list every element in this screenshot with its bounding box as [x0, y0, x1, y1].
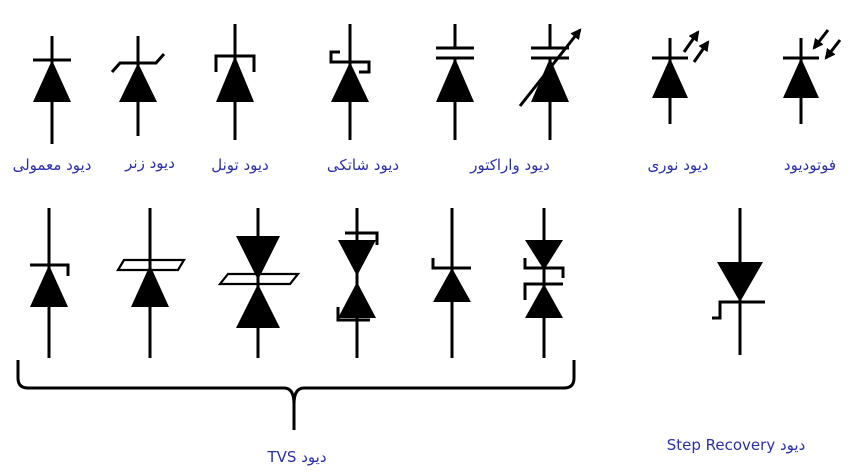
- zener-diode-symbol: [110, 36, 166, 136]
- label-tvs-diode: دیود TVS: [267, 448, 327, 466]
- label-schottky-diode: دیود شاتکی: [326, 156, 400, 174]
- label-photodiode: فوتودیود: [783, 156, 837, 174]
- label-led: دیود نوری: [647, 156, 709, 174]
- label-tunnel-diode: دیود تونل: [211, 156, 269, 174]
- led-symbol: [652, 30, 710, 124]
- label-zener-diode: دیود زنر: [125, 154, 175, 172]
- varactor-diode-symbol: [436, 24, 474, 140]
- tvs-diode-symbol-1: [30, 208, 70, 358]
- tvs-diode-symbol-6: [523, 208, 565, 358]
- tunnel-diode-symbol: [214, 24, 256, 140]
- tvs-diode-symbol-5: [431, 208, 471, 358]
- tvs-diode-symbol-4: [336, 208, 379, 358]
- tvs-diode-symbol-3: [217, 208, 301, 358]
- label-step-recovery-diode: Step Recovery دیود: [666, 436, 806, 454]
- tvs-group-brace: [16, 360, 576, 430]
- tvs-diode-symbol-2: [116, 208, 186, 358]
- label-standard-diode: دیود معمولی: [12, 156, 92, 174]
- photodiode-symbol: [783, 29, 842, 124]
- schottky-diode-symbol: [329, 24, 371, 140]
- step-recovery-diode-symbol: [712, 208, 765, 355]
- label-varactor-diode: دیود واراکتور: [470, 156, 550, 174]
- standard-diode-symbol: [33, 36, 71, 144]
- variable-varactor-diode-symbol: [518, 24, 582, 140]
